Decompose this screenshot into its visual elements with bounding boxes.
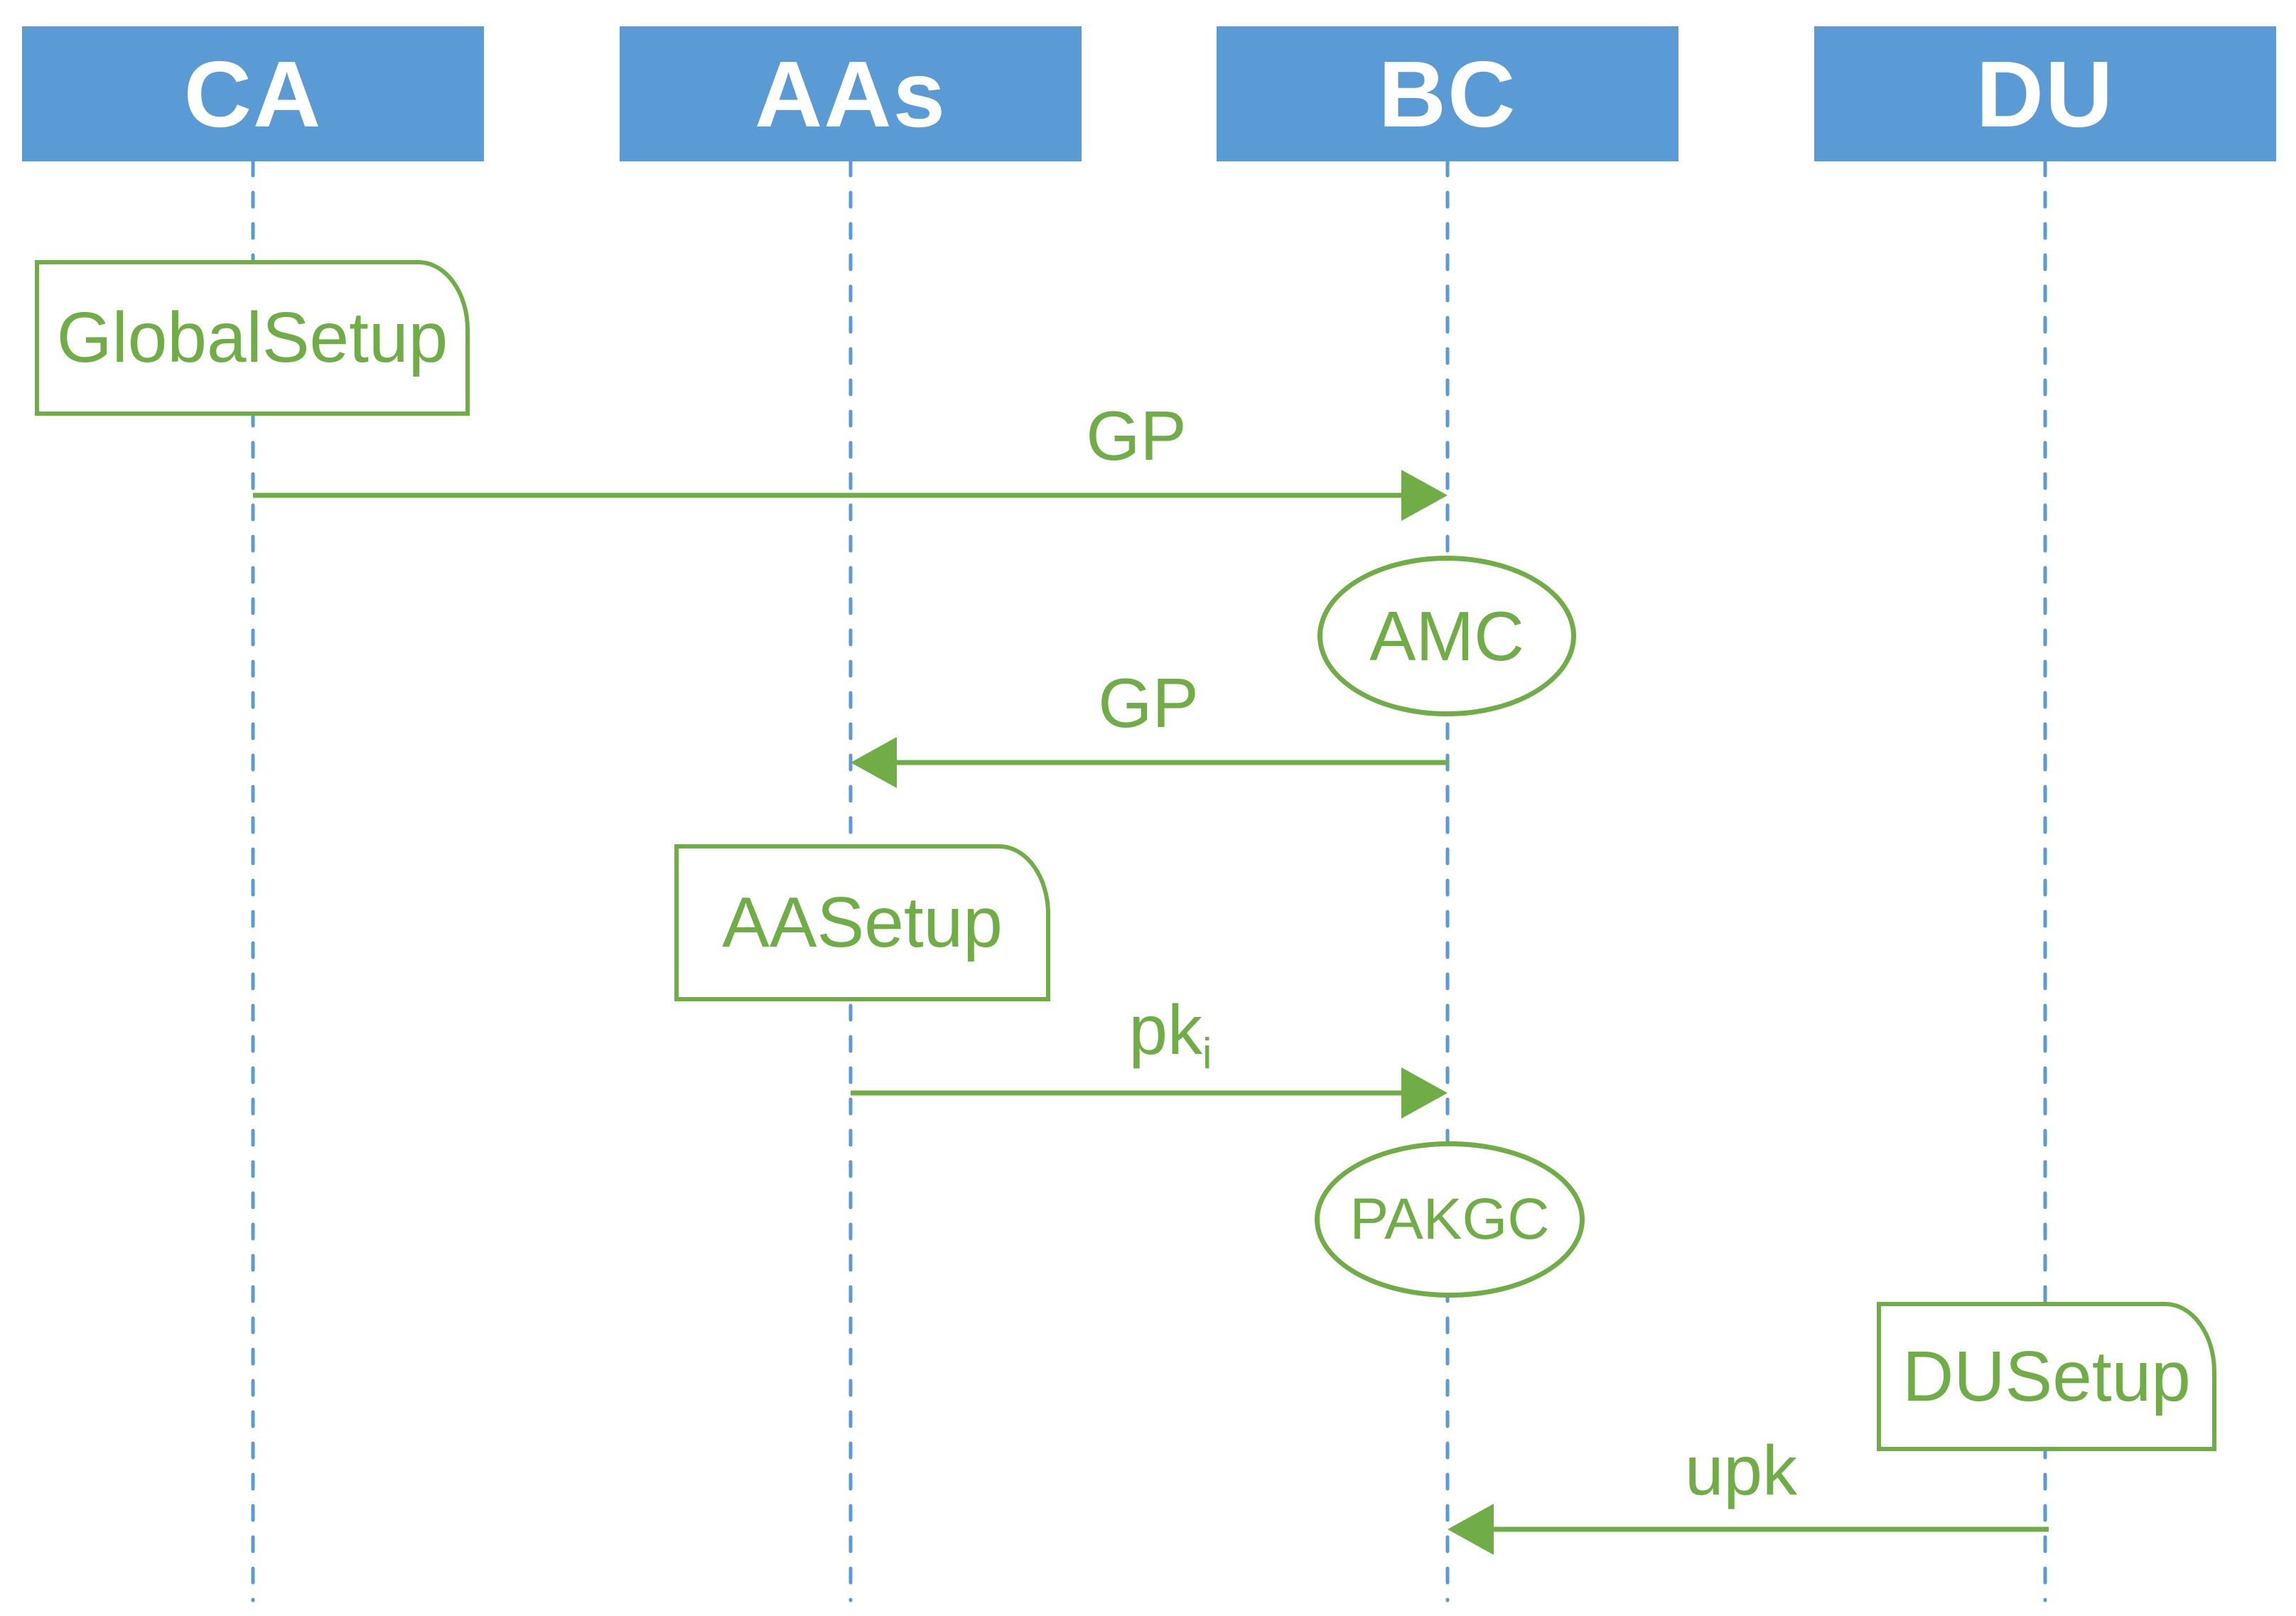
message-label-gp-2: GP bbox=[1098, 667, 1199, 740]
actor-header-ca: CA bbox=[22, 26, 484, 161]
message-arrow-gp-bc-to-aas bbox=[851, 737, 1448, 788]
message-label-pki: pki bbox=[1128, 991, 1212, 1075]
message-text-subscript: i bbox=[1202, 1029, 1212, 1078]
actor-header-bc: BC bbox=[1217, 26, 1678, 161]
box-label: DUSetup bbox=[1902, 1336, 2191, 1416]
actor-header-aas: AAs bbox=[620, 26, 1082, 161]
arrowhead-right-icon bbox=[1401, 1067, 1448, 1119]
message-arrow-pki-aas-to-bc bbox=[851, 1067, 1448, 1119]
amc-ellipse: AMC bbox=[1317, 556, 1576, 716]
aa-setup-box: AASetup bbox=[674, 844, 1050, 1001]
arrowhead-right-icon bbox=[1401, 470, 1448, 521]
actor-label: AAs bbox=[754, 41, 947, 146]
global-setup-box: GlobalSetup bbox=[35, 260, 470, 416]
actor-label: DU bbox=[1976, 41, 2115, 146]
ellipse-label: AMC bbox=[1369, 596, 1524, 675]
arrowhead-left-icon bbox=[1448, 1504, 1494, 1555]
message-text: GP bbox=[1098, 664, 1199, 742]
message-text: GP bbox=[1086, 397, 1187, 475]
box-label: AASetup bbox=[722, 883, 1003, 962]
message-text: upk bbox=[1684, 1431, 1798, 1509]
ellipse-label: PAKGC bbox=[1349, 1187, 1550, 1251]
du-setup-box: DUSetup bbox=[1877, 1302, 2216, 1451]
message-label-gp-1: GP bbox=[1086, 399, 1187, 473]
actor-header-du: DU bbox=[1814, 26, 2276, 161]
message-arrow-upk-du-to-bc bbox=[1448, 1504, 2049, 1555]
pakgc-ellipse: PAKGC bbox=[1315, 1141, 1585, 1298]
actor-label: CA bbox=[183, 41, 323, 146]
message-label-upk: upk bbox=[1685, 1434, 1797, 1507]
box-label: GlobalSetup bbox=[56, 298, 448, 377]
arrowhead-left-icon bbox=[851, 737, 897, 788]
message-text: pk bbox=[1128, 991, 1203, 1069]
actor-label: BC bbox=[1378, 41, 1517, 146]
message-arrow-gp-ca-to-bc bbox=[253, 470, 1448, 521]
